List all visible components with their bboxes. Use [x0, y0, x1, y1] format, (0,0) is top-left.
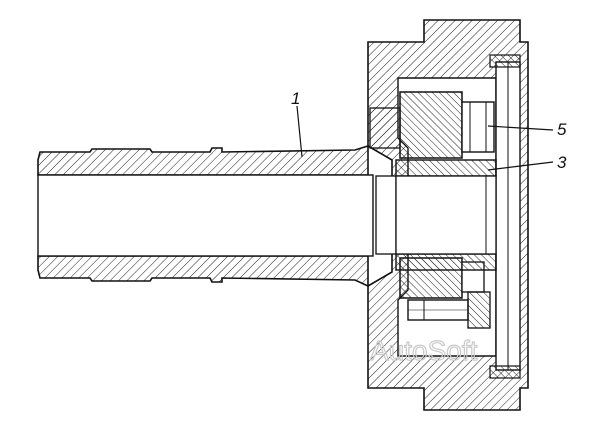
watermark: AutoSoft: [370, 335, 478, 366]
leader-line-3: [487, 161, 554, 171]
end-cover: [489, 54, 521, 379]
shaft-upper-wall: [37, 144, 369, 176]
bushing-part-3: [375, 159, 497, 271]
shaft-bore: [37, 174, 374, 257]
mounting-bolt: [407, 291, 491, 329]
callout-1: 1: [291, 89, 300, 108]
callout-3: 3: [557, 153, 567, 172]
leader-line-1: [296, 105, 303, 158]
shaft-lower-wall: [37, 255, 369, 288]
callout-5: 5: [557, 120, 567, 139]
upper-gear-part-5: [369, 91, 495, 159]
leader-line-5: [487, 125, 554, 131]
